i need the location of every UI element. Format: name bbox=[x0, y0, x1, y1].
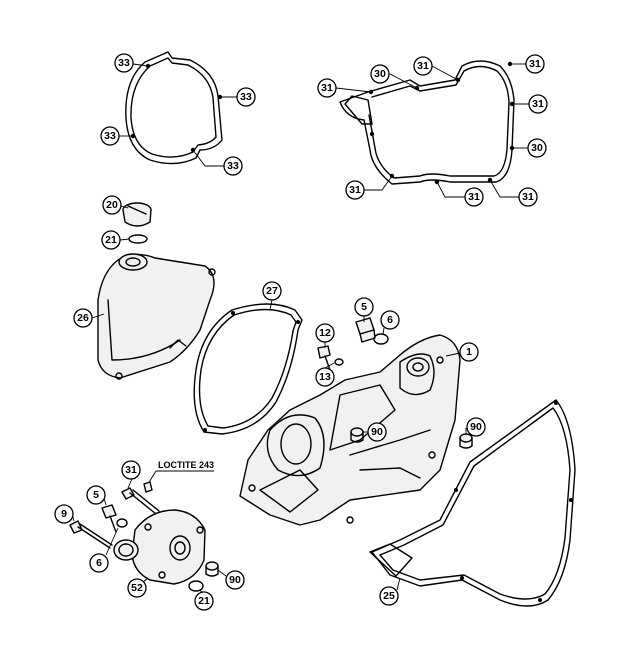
callout-31-a: 31 bbox=[317, 78, 337, 98]
callout-12: 12 bbox=[315, 323, 335, 343]
callout-label: 9 bbox=[61, 508, 67, 520]
ignition-cover-gasket-31 bbox=[339, 60, 515, 185]
water-pump-cover-52 bbox=[113, 509, 206, 585]
callout-label: 31 bbox=[349, 184, 361, 196]
callout-label: 31 bbox=[468, 191, 480, 203]
callout-90-a: 90 bbox=[367, 422, 387, 442]
callout-label: 31 bbox=[529, 58, 541, 70]
callout-label: 25 bbox=[383, 590, 395, 602]
o-ring-21-lower bbox=[188, 580, 204, 592]
callout-31-g: 31 bbox=[345, 180, 365, 200]
seal-ring-6-upper bbox=[373, 333, 389, 345]
callout-25: 25 bbox=[379, 586, 399, 606]
o-ring-21-upper bbox=[128, 234, 148, 244]
callout-13: 13 bbox=[315, 367, 335, 387]
cover-assembly-1 bbox=[239, 334, 461, 526]
callout-31-d: 31 bbox=[528, 94, 548, 114]
callout-label: 5 bbox=[361, 301, 367, 313]
loctite-note-text: LOCTITE 243 bbox=[158, 460, 214, 470]
callout-label: 21 bbox=[198, 595, 210, 607]
callout-90-b: 90 bbox=[466, 417, 486, 437]
oil-filler-plug-20 bbox=[122, 202, 152, 227]
dowel-sleeve-90-c bbox=[205, 561, 219, 577]
callout-label: 26 bbox=[77, 312, 89, 324]
callout-label: 31 bbox=[417, 60, 429, 72]
callout-label: 33 bbox=[118, 57, 130, 69]
callout-33-d: 33 bbox=[223, 156, 243, 176]
long-bolt-31 bbox=[121, 487, 160, 515]
callout-31-b: 31 bbox=[413, 56, 433, 76]
callout-label: 5 bbox=[93, 489, 99, 501]
callout-label: 20 bbox=[106, 199, 118, 211]
callout-33-b: 33 bbox=[236, 87, 256, 107]
seal-ring-6-lower bbox=[116, 518, 128, 528]
callout-label: 31 bbox=[522, 191, 534, 203]
callout-33-a: 33 bbox=[114, 53, 134, 73]
callout-9: 9 bbox=[54, 504, 74, 524]
dowel-sleeve-90-b bbox=[459, 433, 473, 449]
callout-label: 52 bbox=[131, 582, 143, 594]
callout-label: 12 bbox=[319, 327, 331, 339]
callout-label: 30 bbox=[531, 142, 543, 154]
callout-30-a: 30 bbox=[370, 64, 390, 84]
callout-label: 31 bbox=[532, 98, 544, 110]
callout-6-b: 6 bbox=[89, 553, 109, 573]
callout-52: 52 bbox=[127, 578, 147, 598]
callout-31-e: 31 bbox=[518, 187, 538, 207]
callout-label: 33 bbox=[240, 91, 252, 103]
callout-31-c: 31 bbox=[525, 54, 545, 74]
callout-label: 6 bbox=[387, 314, 393, 326]
callout-label: 6 bbox=[96, 557, 102, 569]
callout-21-a: 21 bbox=[101, 230, 121, 250]
bolt-9 bbox=[69, 520, 113, 549]
callout-5-a: 5 bbox=[354, 297, 374, 317]
clutch-gasket-27 bbox=[193, 303, 303, 435]
callout-26: 26 bbox=[73, 308, 93, 328]
callout-6-a: 6 bbox=[380, 310, 400, 330]
callout-1: 1 bbox=[459, 342, 479, 362]
callout-label: 27 bbox=[266, 285, 278, 297]
callout-label: 13 bbox=[319, 371, 331, 383]
callouts: 33 33 33 33 31 30 31 31 31 30 31 31 31 2… bbox=[54, 53, 548, 611]
callout-label: 31 bbox=[321, 82, 333, 94]
loctite-note: LOCTITE 243 bbox=[143, 460, 214, 493]
callout-label: 33 bbox=[227, 160, 239, 172]
screw-plug-5-upper bbox=[355, 317, 376, 343]
callout-90-c: 90 bbox=[225, 570, 245, 590]
callout-31-h: 31 bbox=[121, 460, 141, 480]
callout-20: 20 bbox=[102, 195, 122, 215]
callout-label: 90 bbox=[371, 426, 383, 438]
callout-label: 1 bbox=[466, 346, 472, 358]
callout-label: 90 bbox=[229, 574, 241, 586]
leader-lines bbox=[71, 63, 529, 594]
callout-label: 30 bbox=[374, 68, 386, 80]
callout-label: 31 bbox=[125, 464, 137, 476]
callout-31-f: 31 bbox=[464, 187, 484, 207]
callout-27: 27 bbox=[262, 281, 282, 301]
callout-33-c: 33 bbox=[100, 126, 120, 146]
callout-30-b: 30 bbox=[527, 138, 547, 158]
screw-5-lower bbox=[101, 504, 117, 533]
callout-5-b: 5 bbox=[86, 485, 106, 505]
callout-label: 21 bbox=[105, 234, 117, 246]
callout-21-b: 21 bbox=[194, 591, 214, 611]
seal-washer-13 bbox=[334, 358, 344, 366]
clutch-cover-gasket-33 bbox=[125, 51, 223, 165]
clutch-cover-26 bbox=[97, 253, 216, 380]
callout-label: 90 bbox=[470, 421, 482, 433]
callout-label: 33 bbox=[104, 130, 116, 142]
outer-gasket-25 bbox=[369, 399, 576, 607]
